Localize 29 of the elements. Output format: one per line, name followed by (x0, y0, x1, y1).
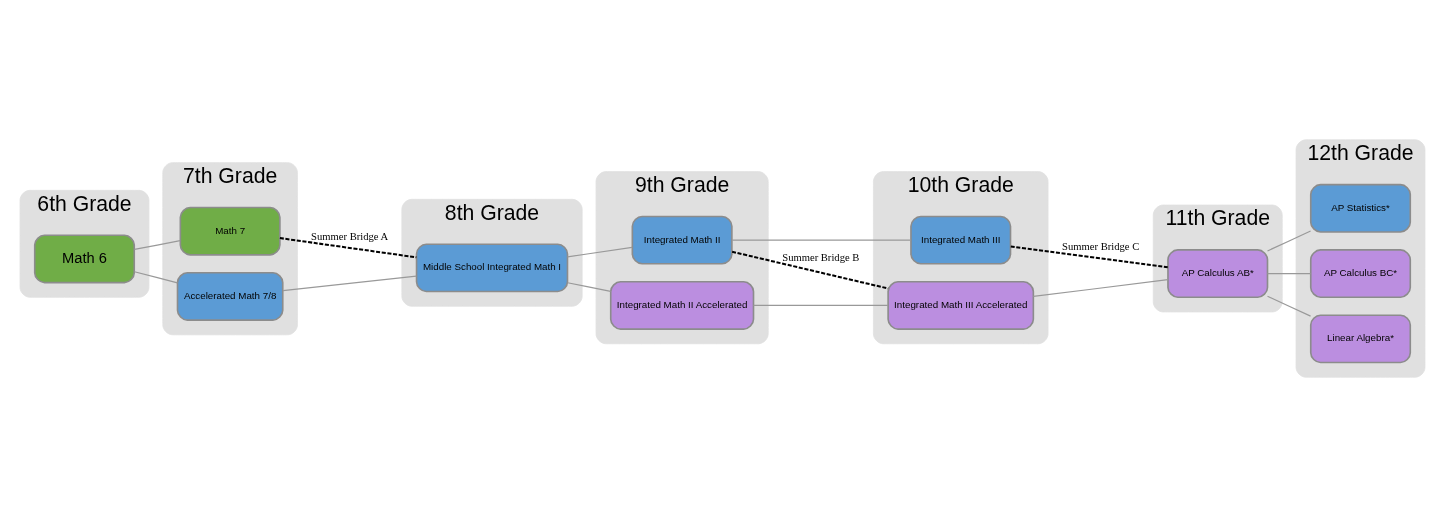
connector (567, 246, 633, 258)
connector (133, 271, 179, 284)
node-box: Integrated Math II Accelerated (609, 280, 755, 330)
connector (1266, 272, 1312, 275)
edge-label: Summer Bridge B (782, 251, 860, 263)
node-box: Middle School Integrated Math I (415, 243, 569, 293)
connector (752, 304, 889, 307)
connector (1266, 230, 1312, 252)
node-box: AP Calculus AB* (1167, 249, 1269, 299)
connector (1010, 245, 1168, 269)
connector (731, 250, 889, 290)
edge-label: Summer Bridge C (1062, 241, 1140, 253)
node-box: Integrated Math II (631, 215, 733, 265)
node-box: AP Statistics* (1309, 183, 1412, 233)
node-box: Linear Algebra* (1309, 314, 1412, 364)
edge-label: Summer Bridge A (311, 230, 389, 242)
node-box: Integrated Math III (910, 215, 1012, 265)
node-box: Accelerated Math 7/8 (176, 271, 284, 321)
connector (133, 240, 181, 251)
node-box: Math 6 (33, 234, 136, 284)
node-box: Math 7 (179, 206, 281, 256)
node-box: AP Calculus BC* (1309, 249, 1412, 299)
connector (279, 237, 417, 259)
connector (1266, 295, 1312, 317)
connector (567, 282, 612, 292)
node-box: Integrated Math III Accelerated (887, 280, 1035, 330)
connector (731, 239, 912, 241)
connector (1032, 279, 1169, 298)
connector (282, 275, 417, 292)
